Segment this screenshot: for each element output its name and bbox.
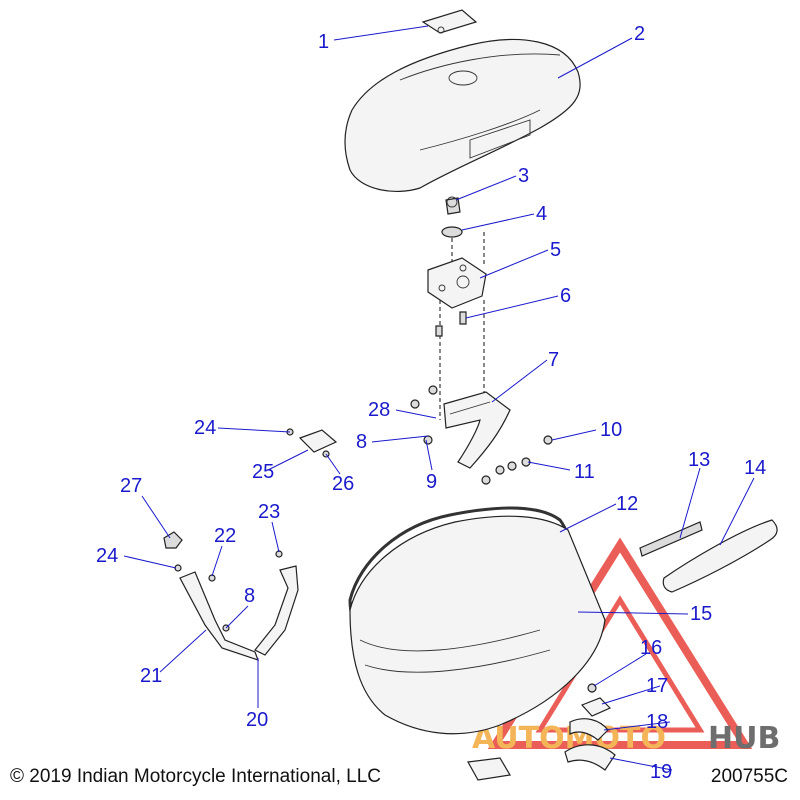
callout-15: 15 [690,603,712,625]
callout-13: 13 [688,449,710,471]
callout-labels: 1 2 3 4 5 6 7 28 8 9 10 11 24 25 26 27 1… [96,23,766,783]
leader-lines [123,25,755,771]
callout-11: 11 [574,461,595,483]
watermark-text-2: HUB [708,721,780,756]
callout-7: 7 [548,349,559,371]
part-21-mount-bracket [179,565,299,661]
callout-25: 25 [252,461,274,483]
part-19-clip [564,744,616,771]
callout-14: 14 [744,457,766,479]
diagram-id: 200755C [710,766,788,787]
callout-6: 6 [560,285,571,307]
callout-3: 3 [518,165,529,187]
callout-22: 22 [214,525,236,547]
part-18-clip [569,718,609,741]
callout-19: 19 [650,761,672,783]
small-fasteners [410,385,553,485]
callout-9: 9 [426,471,437,493]
callout-20: 20 [246,709,268,731]
part-7-hinge-plate [443,391,511,469]
part-1-cover-plate [421,9,478,34]
callout-21: 21 [140,665,162,687]
callout-8: 8 [356,431,367,453]
callout-10: 10 [600,419,622,441]
part-3-screw [445,196,461,215]
callout-5: 5 [550,239,561,261]
callout-28: 28 [368,399,390,421]
callout-12: 12 [616,493,638,515]
part-27-bumper [163,531,183,549]
part-15-saddlebag [349,515,606,735]
callout-24b: 24 [96,545,118,567]
callout-17: 17 [646,675,668,697]
part-2-lid [344,38,581,193]
copyright-text: © 2019 Indian Motorcycle International, … [10,766,381,787]
part-5-hinge-bracket [427,257,487,309]
part-19-clip-b [467,757,511,781]
part-25-latch-bracket [286,428,338,458]
callout-23: 23 [258,501,280,523]
part-14-badge [662,519,778,593]
part-13-trim [639,521,703,557]
callout-8b: 8 [244,585,255,607]
part-4-washer [441,226,463,238]
part-6-screw [459,311,467,325]
callout-1: 1 [318,31,329,53]
callout-4: 4 [536,203,547,225]
callout-27: 27 [120,475,142,497]
callout-2: 2 [634,23,645,45]
part-17-plate [580,697,612,717]
callout-26: 26 [332,473,354,495]
callout-16: 16 [640,637,662,659]
callout-18: 18 [646,711,668,733]
callout-24: 24 [194,417,216,439]
